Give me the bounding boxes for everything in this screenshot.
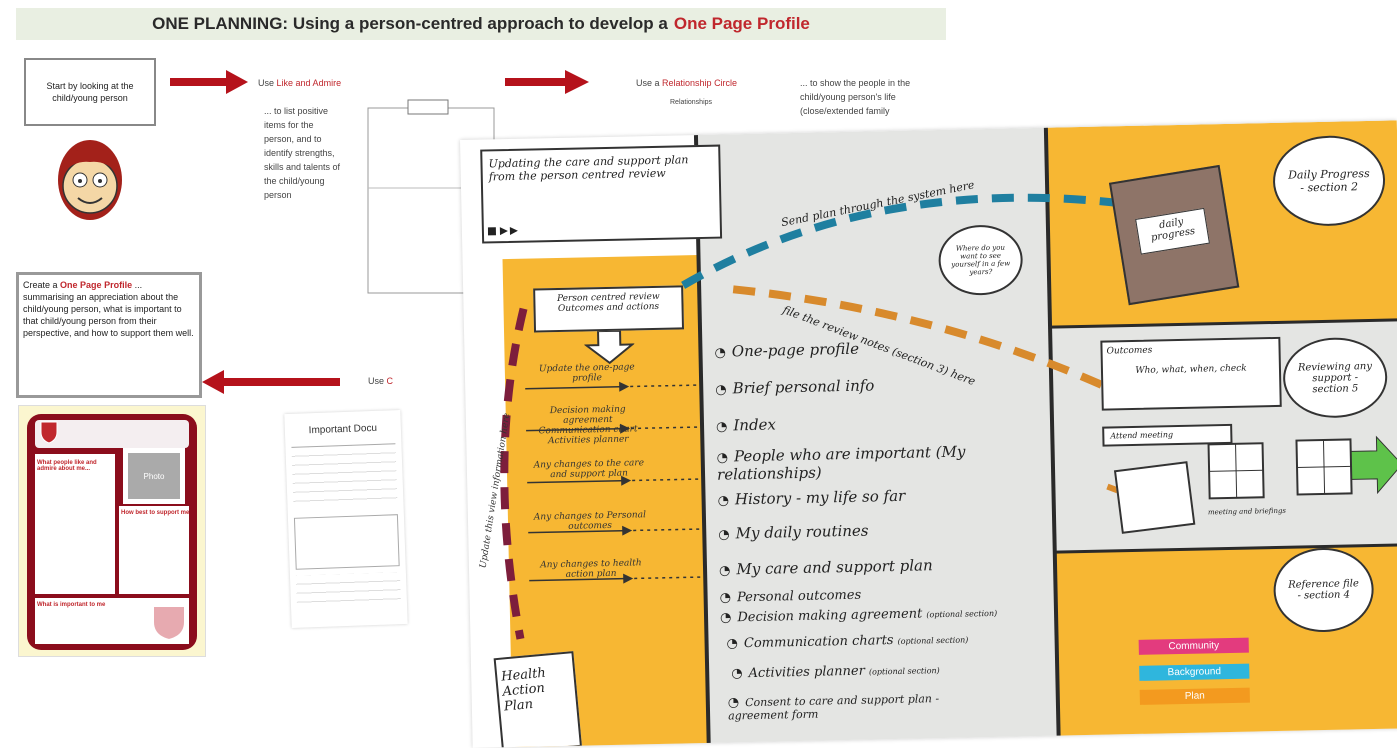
health-plan-book: Health Action Plan	[493, 651, 582, 748]
important-to-me: What is important to me	[37, 602, 106, 608]
arrow-right-icon	[505, 70, 589, 94]
create-profile-box: Create a One Page Profile ... summarisin…	[16, 272, 202, 398]
like-admire-text: ... to list positive items for the perso…	[264, 106, 341, 200]
list-item: ◔Personal outcomes	[719, 588, 861, 606]
review-note: Person centred review Outcomes and actio…	[533, 285, 685, 333]
shield-icon	[40, 421, 58, 444]
bullet-icon: ◔	[716, 450, 729, 466]
optional-tag: (optional section)	[926, 608, 998, 620]
actions-note-title: Outcomes	[1106, 345, 1153, 357]
list-item-text: Activities planner	[748, 663, 866, 682]
use-link[interactable]: C	[386, 376, 394, 386]
list-item: ◔ Index	[716, 415, 776, 434]
bullet-icon: ◔	[719, 610, 732, 626]
daily-progress-book: daily progress	[1108, 164, 1240, 306]
list-item-text: Index	[733, 415, 777, 435]
create-box-prefix: Create a	[23, 280, 58, 290]
list-item: ◔Consent to care and support plan - agre…	[728, 691, 968, 722]
bullet-icon: ◔	[727, 695, 740, 711]
like-admire-heading: Use Like and Admire	[258, 76, 418, 90]
step-arrows	[525, 381, 705, 584]
banner-title: ONE PLANNING: Using a person-centred app…	[152, 14, 668, 33]
start-box: Start by looking at the child/young pers…	[24, 58, 156, 126]
profile-card: What people like and admire about me... …	[18, 405, 206, 657]
like-admire-link[interactable]: Like and Admire	[276, 78, 342, 88]
banner: ONE PLANNING: Using a person-centred app…	[16, 8, 946, 40]
banner-highlight: One Page Profile	[673, 14, 810, 33]
arrow-right-icon	[170, 70, 248, 94]
list-item: ◔One-page profile	[714, 340, 859, 361]
relationship-text: ... to show the people in the child/youn…	[800, 78, 911, 116]
relationship-heading: Use a Relationship Circle	[636, 76, 796, 90]
start-box-text: Start by looking at the child/young pers…	[46, 81, 134, 103]
bullet-icon: ◔	[715, 419, 728, 435]
optional-tag: (optional section)	[868, 666, 940, 677]
bullet-icon: ◔	[719, 590, 732, 606]
bullet-icon: ◔	[717, 493, 730, 509]
photo-placeholder: Photo	[128, 453, 180, 499]
list-item-text: People who are important (My relationshi…	[716, 442, 966, 484]
papers-icon	[1113, 461, 1196, 534]
how-to-support: How best to support me	[121, 510, 190, 516]
shield-icon	[152, 605, 186, 642]
list-item-text: Brief personal info	[732, 376, 875, 398]
list-item: ◔ My daily routines	[718, 522, 869, 543]
list-item: ◔ Brief personal info	[715, 376, 874, 397]
list-item-text: One-page profile	[731, 339, 860, 361]
mini-caption: meeting and briefings	[1207, 506, 1287, 517]
calendar-icon	[1207, 442, 1265, 500]
health-plan-label: Health Action Plan	[500, 665, 547, 715]
list-item-text: Consent to care and support plan - agree…	[727, 692, 940, 723]
arrow-left-icon	[202, 370, 340, 394]
play-controls-icon	[487, 226, 518, 236]
use-label-text: Use	[368, 376, 385, 386]
actions-note-text: Who, what, when, check	[1135, 363, 1247, 376]
community-pill: Community	[1138, 637, 1249, 655]
list-item-text: History - my life so far	[734, 486, 906, 509]
arrow-down-icon	[584, 330, 635, 365]
child-face-icon	[58, 140, 122, 220]
background-pill: Background	[1139, 663, 1250, 681]
doc-title: Important Docu	[308, 422, 378, 437]
optional-tag: (optional section)	[897, 635, 969, 646]
relationship-sub: Relationships	[670, 99, 713, 106]
important-document: Important Docu	[284, 410, 408, 628]
bullet-icon: ◔	[718, 527, 730, 543]
bullet-icon: ◔	[731, 666, 743, 682]
list-item-text: Personal outcomes	[736, 587, 862, 606]
like-admire-prefix: Use	[258, 78, 275, 88]
list-item-text: My daily routines	[735, 521, 869, 543]
bullet-icon: ◔	[715, 382, 727, 398]
use-label: Use C	[368, 374, 393, 388]
create-box-text: ... summarising an appreciation about th…	[23, 280, 194, 338]
list-item: ◔People who are important (My relationsh…	[716, 442, 978, 484]
relationship-link[interactable]: Relationship Circle	[662, 78, 738, 88]
bullet-icon: ◔	[714, 345, 727, 361]
what-people-say: What people like and admire about me...	[37, 460, 97, 472]
bullet-icon: ◔	[718, 563, 731, 579]
calendar-icon	[1295, 438, 1353, 496]
list-item-text: Communication charts	[743, 633, 894, 652]
relationship-prefix: Use a	[636, 78, 660, 88]
plan-pill: Plan	[1139, 687, 1250, 705]
create-box-link[interactable]: One Page Profile	[60, 280, 133, 290]
actions-note: Outcomes Who, what, when, check	[1100, 336, 1282, 411]
bullet-icon: ◔	[726, 636, 739, 652]
care-plan-poster: Updating the care and support plan from …	[460, 120, 1397, 748]
daily-progress-book-label: daily progress	[1135, 207, 1210, 255]
